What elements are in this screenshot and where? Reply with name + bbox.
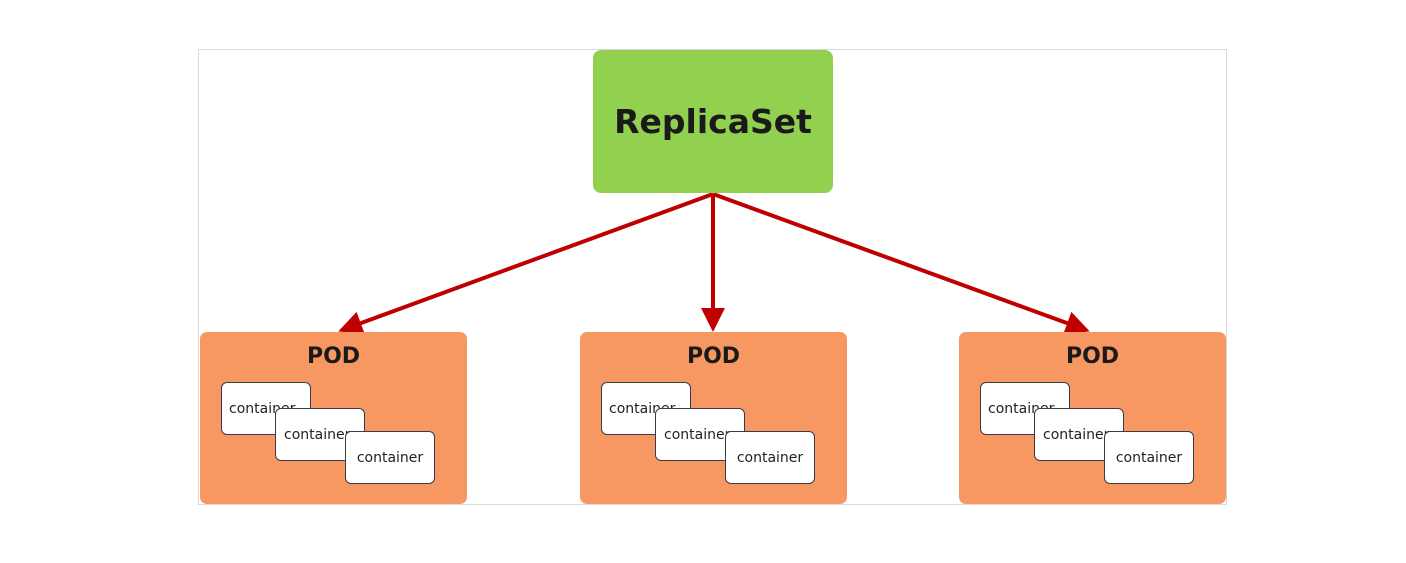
- replicaset-node: ReplicaSet: [593, 50, 833, 193]
- container-node: container: [725, 431, 815, 484]
- pod-node-3: POD container container container: [959, 332, 1226, 504]
- pod-node-2: POD container container container: [580, 332, 847, 504]
- edge-replicaset-to-pod-1: [338, 192, 714, 335]
- replicaset-label: ReplicaSet: [614, 102, 812, 141]
- container-node: container: [345, 431, 435, 484]
- edge-replicaset-to-pod-3: [712, 192, 1090, 335]
- pod-node-1: POD container container container: [200, 332, 467, 504]
- pod-label: POD: [1065, 344, 1120, 369]
- pod-label: POD: [686, 344, 741, 369]
- container-node: container: [1104, 431, 1194, 484]
- pod-label: POD: [306, 344, 361, 369]
